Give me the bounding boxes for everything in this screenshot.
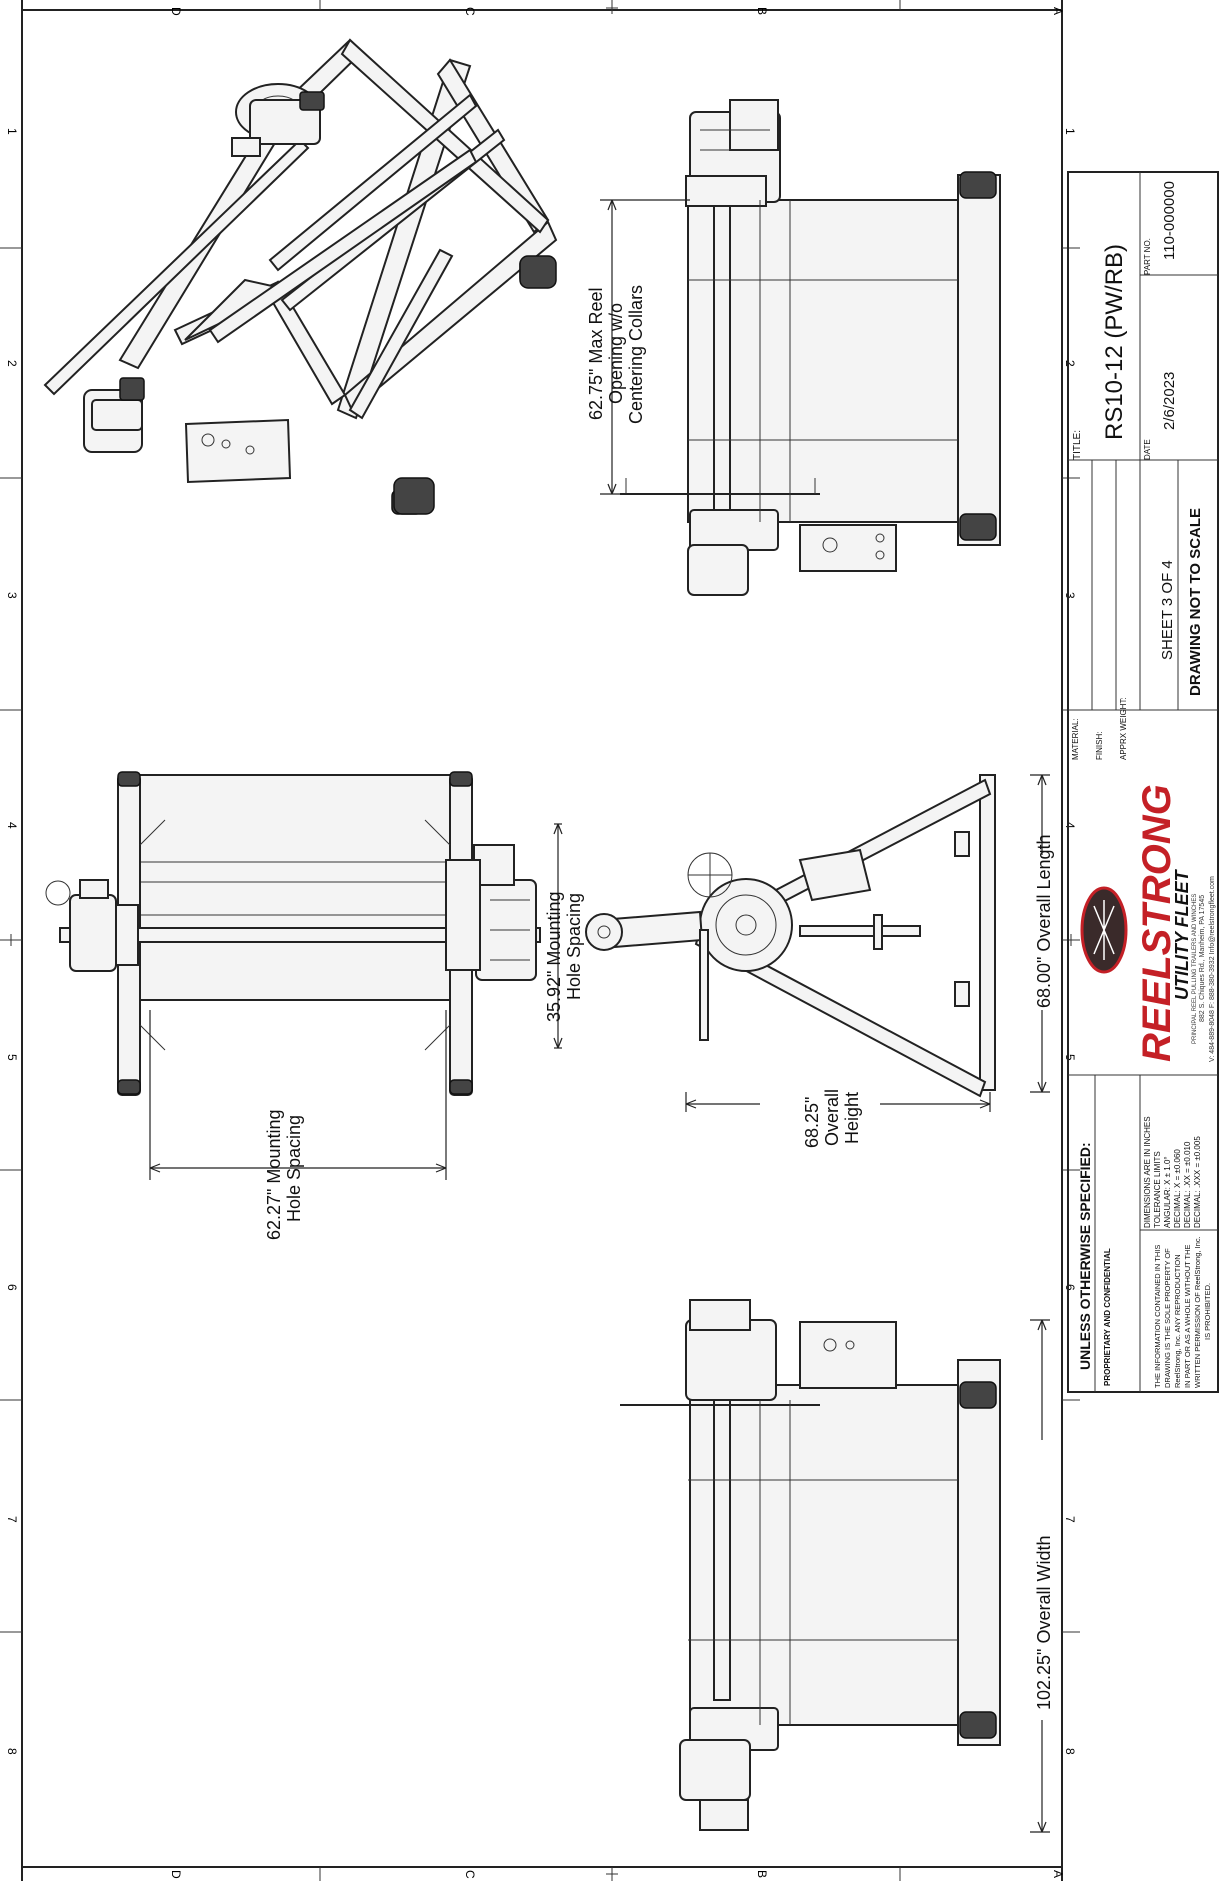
reelstrong-logo <box>1080 886 1128 974</box>
proprietary-text-1: THE INFORMATION CONTAINED IN THIS <box>1153 1245 1162 1388</box>
tolerance-5: DECIMAL: .XX = ±0.010 <box>1183 1141 1192 1228</box>
border-col-right-3: 3 <box>1063 592 1077 599</box>
proprietary-heading: PROPRIETARY AND CONFIDENTIAL <box>1103 1248 1112 1386</box>
part-no-value: 110-000000 <box>1161 181 1178 260</box>
dim-overall-width <box>1030 1319 1050 1833</box>
border-col-right-8: 8 <box>1063 1748 1077 1755</box>
border-row-bottom-D: D <box>169 1870 183 1879</box>
dim-mounting-hole-spacing-long-line2: Hole Spacing <box>284 1115 304 1222</box>
weight-label: APPRX WEIGHT: <box>1119 697 1128 760</box>
dim-mounting-hole-spacing-long <box>149 1010 447 1180</box>
border-row-bottom-A: A <box>1051 1870 1065 1878</box>
date-value: 2/6/2023 <box>1161 372 1178 430</box>
dim-max-reel-opening-line2: Opening w/o <box>606 303 626 404</box>
side-view-upper <box>620 99 1001 596</box>
unless-specified: UNLESS OTHERWISE SPECIFIED: <box>1077 1142 1093 1370</box>
finish-label: FINISH: <box>1095 732 1104 760</box>
border-col-left-3: 3 <box>5 592 19 599</box>
dim-overall-height-line2: Overall <box>822 1089 842 1146</box>
sheet-number: SHEET 3 OF 4 <box>1159 560 1176 660</box>
tolerance-1: DIMENSIONS ARE IN INCHES <box>1143 1116 1152 1228</box>
part-no-label: PART NO. <box>1143 238 1152 275</box>
dim-overall-height-line3: Height <box>842 1092 862 1144</box>
proprietary-text-3: ReelStrong, Inc. ANY REPRODUCTION <box>1173 1254 1182 1388</box>
material-label: MATERIAL: <box>1071 718 1080 760</box>
dim-mounting-hole-spacing-short-line2: Hole Spacing <box>564 893 584 1000</box>
scale-note: DRAWING NOT TO SCALE <box>1187 508 1204 696</box>
border-col-right-1: 1 <box>1063 128 1077 135</box>
dim-overall-length <box>1030 774 1050 1093</box>
top-view <box>45 771 541 1096</box>
proprietary-text-6: IS PROHIBITED. <box>1203 1283 1212 1340</box>
proprietary-text-2: DRAWING IS THE SOLE PROPERTY OF <box>1163 1248 1172 1388</box>
border-row-top-C: C <box>463 7 477 16</box>
logo-name: REELSTRONG <box>1135 784 1179 1062</box>
tolerance-3: ANGULAR: X ± 1.0° <box>1163 1156 1172 1228</box>
tolerance-6: DECIMAL: .XXX = ±0.005 <box>1193 1136 1202 1228</box>
dim-overall-width-label: 102.25" Overall Width <box>1034 1536 1054 1710</box>
border-col-left-8: 8 <box>5 1748 19 1755</box>
tolerance-2: TOLERANCE LIMITS <box>1153 1151 1162 1228</box>
border-col-left-1: 1 <box>5 128 19 135</box>
isometric-view <box>43 38 558 515</box>
border-col-left-4: 4 <box>5 822 19 829</box>
company-contact: V: 484-889-8048 F: 888-380-3932 Info@ree… <box>1209 876 1216 1062</box>
border-col-left-7: 7 <box>5 1516 19 1523</box>
border-row-bottom-B: B <box>755 1870 769 1878</box>
border-row-top-D: D <box>169 7 183 16</box>
logo-tagline: PRINCIPAL REEL PULLING TRAILERS AND WINC… <box>1192 894 1198 1044</box>
border-col-left-5: 5 <box>5 1054 19 1061</box>
dim-mounting-hole-spacing-short <box>553 823 563 1049</box>
logo-subtitle: UTILITY FLEET <box>1172 868 1192 1000</box>
border-row-top-B: B <box>755 7 769 15</box>
border-row-top-A: A <box>1051 7 1065 15</box>
border-col-right-6: 6 <box>1063 1284 1077 1291</box>
title-block <box>1067 171 1219 1393</box>
border-col-right-5: 5 <box>1063 1054 1077 1061</box>
proprietary-text-5: WRITTEN PERMISSION OF ReelStrong, Inc. <box>1193 1236 1202 1388</box>
title-label: TITLE: <box>1072 430 1083 460</box>
date-label: DATE <box>1143 439 1152 460</box>
dim-max-reel-opening <box>600 199 690 495</box>
border-col-right-2: 2 <box>1063 360 1077 367</box>
company-address: 882 S. Chiques Rd., Manheim, PA 17545 <box>1199 895 1206 1022</box>
dim-overall-height-line1: 68.25" <box>802 1097 822 1148</box>
tolerance-4: DECIMAL: X = ±0.060 <box>1173 1149 1182 1228</box>
border-col-right-4: 4 <box>1063 822 1077 829</box>
dim-max-reel-opening-line1: 62.75" Max Reel <box>586 288 606 420</box>
end-view <box>585 774 996 1098</box>
proprietary-text-4: IN PART OR AS A WHOLE WITHOUT THE <box>1183 1245 1192 1389</box>
side-view-lower <box>620 1299 1001 1831</box>
dim-overall-height <box>685 1092 991 1112</box>
dim-mounting-hole-spacing-long-line1: 62.27" Mounting <box>264 1110 284 1240</box>
border-row-bottom-C: C <box>463 1870 477 1879</box>
dim-overall-length-label: 68.00" Overall Length <box>1034 834 1054 1008</box>
dim-mounting-hole-spacing-short-line1: 35.92" Mounting <box>544 892 564 1022</box>
border-col-left-2: 2 <box>5 360 19 367</box>
border-col-right-7: 7 <box>1063 1516 1077 1523</box>
border-col-left-6: 6 <box>5 1284 19 1291</box>
drawing-title: RS10-12 (PW/RB) <box>1101 244 1128 440</box>
dim-max-reel-opening-line3: Centering Collars <box>626 285 646 424</box>
